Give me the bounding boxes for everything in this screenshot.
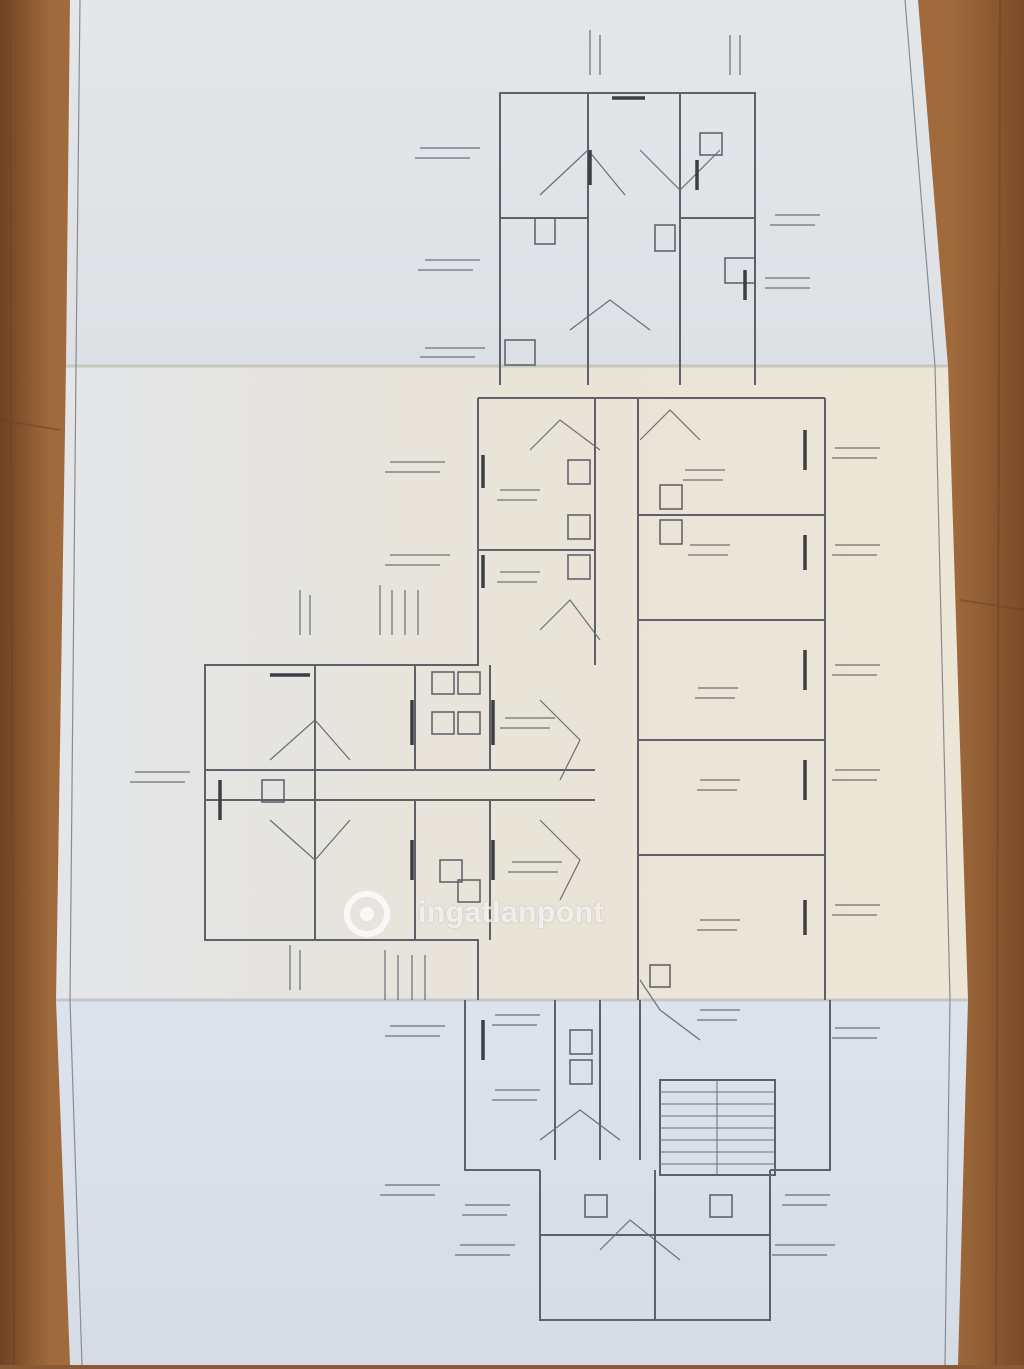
watermark-text: ingatlanpont [418, 896, 604, 929]
ingatlanpont-logo-icon [344, 891, 390, 937]
paper-sheet [56, 0, 968, 1366]
